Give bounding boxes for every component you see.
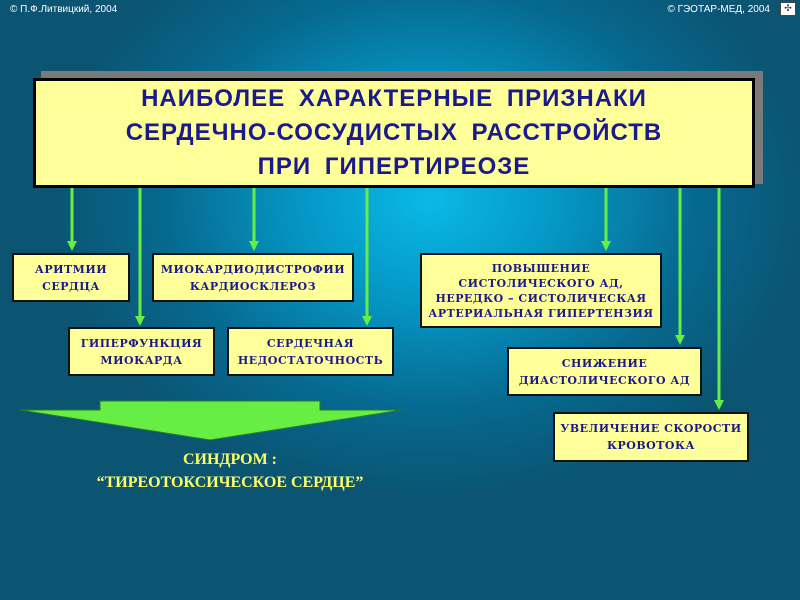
syndrome-down-arrow	[19, 400, 403, 441]
box-hyperfunction-line-1: ГИПЕРФУНКЦИЯ	[80, 336, 203, 350]
syndrome-line-1: СИНДРОМ :	[182, 451, 277, 468]
box-heart-failure-line-1: СЕРДЕЧНАЯ	[266, 336, 355, 350]
box-hyperfunction: ГИПЕРФУНКЦИЯ МИОКАРДА	[68, 327, 215, 376]
title-line-1: НАИБОЛЕЕ ХАРАКТЕРНЫЕ ПРИЗНАКИ	[141, 85, 647, 112]
box-arrhythmia-line-1: АРИТМИИ	[34, 262, 108, 276]
box-diastolic-decrease-line-2: ДИАСТОЛИЧЕСКОГО АД	[518, 373, 691, 387]
box-arrhythmia-line-2: СЕРДЦА	[42, 279, 100, 293]
box-hyperfunction-line-2: МИОКАРДА	[100, 353, 183, 367]
syndrome-label: СИНДРОМ : “ТИРЕОТОКСИЧЕСКОЕ СЕРДЦЕ”	[40, 448, 420, 494]
box-arrhythmia: АРИТМИИ СЕРДЦА	[12, 253, 130, 302]
box-blood-flow: УВЕЛИЧЕНИЕ СКОРОСТИ КРОВОТОКА	[553, 412, 749, 462]
box-heart-failure-line-2: НЕДОСТАТОЧНОСТЬ	[237, 353, 384, 367]
page-title: НАИБОЛЕЕ ХАРАКТЕРНЫЕ ПРИЗНАКИ СЕРДЕЧНО-С…	[126, 82, 663, 184]
box-heart-failure: СЕРДЕЧНАЯ НЕДОСТАТОЧНОСТЬ	[227, 327, 394, 376]
box-bp-increase-line-4: АРТЕРИАЛЬНАЯ ГИПЕРТЕНЗИЯ	[428, 306, 654, 320]
box-blood-flow-line-2: КРОВОТОКА	[607, 439, 695, 452]
box-myocardiodystrophy-line-2: КАРДИОСКЛЕРОЗ	[189, 279, 317, 293]
copyright-left: © П.Ф.Литвицкий, 2004	[10, 4, 118, 15]
box-bp-increase: ПОВЫШЕНИЕ СИСТОЛИЧЕСКОГО АД, НЕРЕДКО – С…	[420, 253, 662, 328]
copyright-right: © ГЭОТАР-МЕД, 2004	[667, 4, 770, 15]
navigation-icon[interactable]: ✣	[780, 2, 796, 16]
box-diastolic-decrease-line-1: СНИЖЕНИЕ	[561, 356, 648, 370]
title-line-3: ПРИ ГИПЕРТИРЕОЗЕ	[257, 153, 531, 180]
box-blood-flow-line-1: УВЕЛИЧЕНИЕ СКОРОСТИ	[560, 422, 742, 435]
syndrome-line-2: “ТИРЕОТОКСИЧЕСКОЕ СЕРДЦЕ”	[96, 474, 364, 491]
box-myocardiodystrophy: МИОКАРДИОДИСТРОФИИ КАРДИОСКЛЕРОЗ	[152, 253, 354, 302]
box-bp-increase-line-3: НЕРЕДКО – СИСТОЛИЧЕСКАЯ	[435, 291, 647, 305]
box-diastolic-decrease: СНИЖЕНИЕ ДИАСТОЛИЧЕСКОГО АД	[507, 347, 702, 396]
box-myocardiodystrophy-line-1: МИОКАРДИОДИСТРОФИИ	[160, 262, 346, 276]
box-bp-increase-line-1: ПОВЫШЕНИЕ	[491, 261, 591, 275]
title-box: НАИБОЛЕЕ ХАРАКТЕРНЫЕ ПРИЗНАКИ СЕРДЕЧНО-С…	[33, 78, 755, 188]
title-line-2: СЕРДЕЧНО-СОСУДИСТЫХ РАССТРОЙСТВ	[125, 119, 663, 146]
box-bp-increase-line-2: СИСТОЛИЧЕСКОГО АД,	[458, 276, 624, 290]
